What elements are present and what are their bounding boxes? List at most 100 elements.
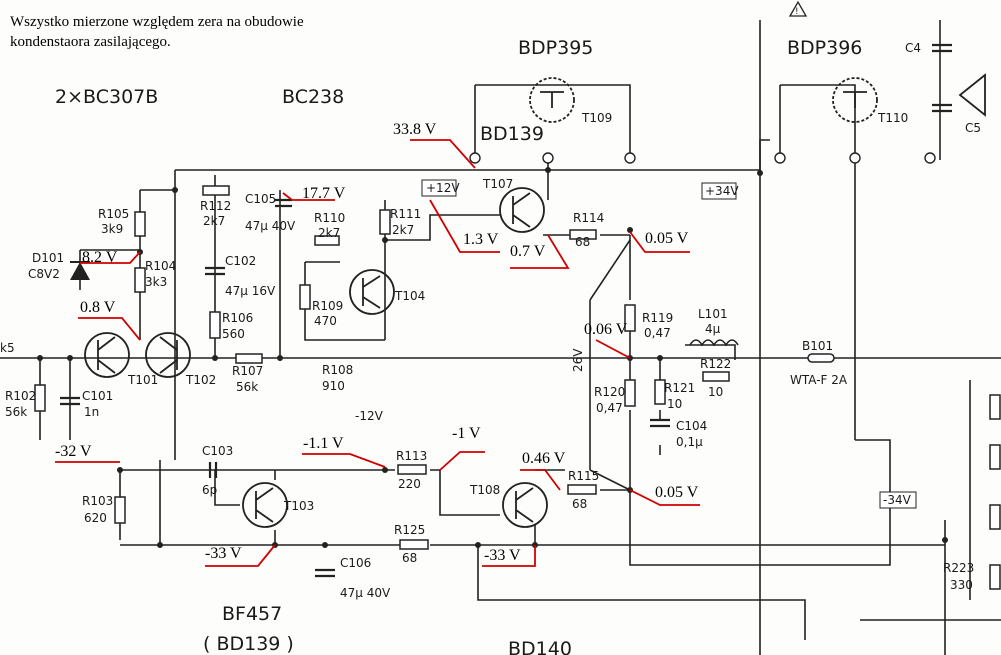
r104-name: R104 [145,259,176,273]
c5-name: C5 [965,121,981,135]
t102-name: T102 [185,373,216,387]
r102-value: 56k [5,405,27,419]
label-bdp395: BDP395 [518,37,593,59]
c105-value: 47μ 40V [245,219,296,233]
b101-value: WTA-F 2A [790,373,848,387]
open-terminals [469,152,936,164]
measurement-0-05v-bottom: 0.05 V [655,484,699,501]
r108-name: R108 [322,363,353,377]
label-bd140: BD140 [508,638,572,655]
rail-plus34v: +34V [705,184,739,198]
l101-value: 4μ [705,322,721,336]
r103-name: R103 [82,494,113,508]
measurement-0-06v: 0.06 V [584,321,628,338]
r114-value: 68 [575,235,590,249]
measurement-8-2v: 8.2 V [82,249,118,266]
measurement-0-7v: 0.7 V [510,243,546,260]
note-line-2: kondenstaora zasilającego. [10,34,171,50]
c105-name: C105 [245,192,276,206]
r106-name: R106 [222,311,253,325]
rail-minus34v: -34V [883,493,912,507]
r111-value: 2k7 [392,223,414,237]
measurement-0-46v: 0.46 V [522,450,566,467]
t104-name: T104 [394,289,425,303]
component-labels: R105 3k9 R112 2k7 C105 47μ 40V R110 2k7 … [0,41,981,600]
r112-name: R112 [200,199,231,213]
measurement-leaders [55,139,700,567]
t101-name: T101 [127,373,158,387]
r114-name: R114 [573,211,604,225]
b101-name: B101 [802,339,833,353]
t103-name: T103 [283,499,314,513]
svg-text:!: ! [795,7,799,17]
c101-value: 1n [84,405,99,419]
r105-value: 3k9 [101,222,123,236]
label-bd139: BD139 [480,123,544,145]
r105-name: R105 [98,207,129,221]
zener-diode-d101 [70,261,90,280]
measurement-minus-1v: -1 V [452,425,481,442]
label-bdp396: BDP396 [787,37,862,59]
r120-value: 0,47 [596,401,623,415]
r122-name: R122 [700,357,731,371]
measurement-0-05v-top: 0.05 V [645,230,689,247]
r107-value: 56k [236,380,258,394]
r104-value: 3k3 [145,275,167,289]
r110-name: R110 [314,211,345,225]
measurement-1-3v: 1.3 V [463,231,499,248]
c104-value: 0,1μ [676,435,703,449]
c101-name: C101 [82,389,113,403]
r121-name: R121 [664,381,695,395]
t110-name: T110 [877,111,908,125]
label-bc307b: 2×BC307B [55,86,158,108]
r109-name: R109 [312,299,343,313]
label-bd139-paren: ( BD139 ) [203,633,294,655]
t109-name: T109 [581,111,612,125]
measurement-17-7v: 17.7 V [302,185,346,202]
r102-name: R102 [5,389,36,403]
r107-name: R107 [232,364,263,378]
measurement-minus-32v: -32 V [55,443,92,460]
label-bf457: BF457 [222,603,282,625]
measurement-0-8v: 0.8 V [80,299,116,316]
r119-value: 0,47 [644,326,671,340]
r109-value: 470 [314,314,337,328]
c102-name: C102 [225,254,256,268]
r108-value: 910 [322,379,345,393]
measurement-minus-1-1v: -1.1 V [303,435,344,452]
measurements: 33.8 V 17.7 V 8.2 V 0.8 V 1.3 V 0.7 V 0.… [55,121,699,564]
r113-name: R113 [396,449,427,463]
c106-value: 47μ 40V [340,586,391,600]
rail-plus12v: +12V [426,181,460,195]
measurement-minus-33v-right: -33 V [484,547,521,564]
rail-tags: +12V +34V -34V -12V 26V [355,179,917,509]
l101-name: L101 [698,307,728,321]
t107-name: T107 [482,177,513,191]
r113-value: 220 [398,477,421,491]
measurement-minus-33v-left: -33 V [205,545,242,562]
c104-name: C104 [676,419,707,433]
note-line-1: Wszystko mierzone względem zera na obudo… [10,14,304,30]
c102-value: 47μ 16V [225,284,276,298]
c4-name: C4 [905,41,921,55]
r125-value: 68 [402,551,417,565]
measurement-note: Wszystko mierzone względem zera na obudo… [10,14,304,50]
r120-name: R120 [594,385,625,399]
r111-name: R111 [390,207,421,221]
r119-name: R119 [642,311,673,325]
r121-value: 10 [667,397,682,411]
r122-value: 10 [708,385,723,399]
r125-name: R125 [394,523,425,537]
d101-name: D101 [32,251,64,265]
c106-name: C106 [340,556,371,570]
rail-minus12v: -12V [355,409,384,423]
label-bc238: BC238 [282,86,344,108]
d101-value: C8V2 [28,267,60,281]
capacitor-plates [60,43,952,578]
c103-name: C103 [202,444,233,458]
c103-value: 6p [202,483,217,497]
r115-value: 68 [572,497,587,511]
warning-triangle-icon: ! [788,0,808,17]
